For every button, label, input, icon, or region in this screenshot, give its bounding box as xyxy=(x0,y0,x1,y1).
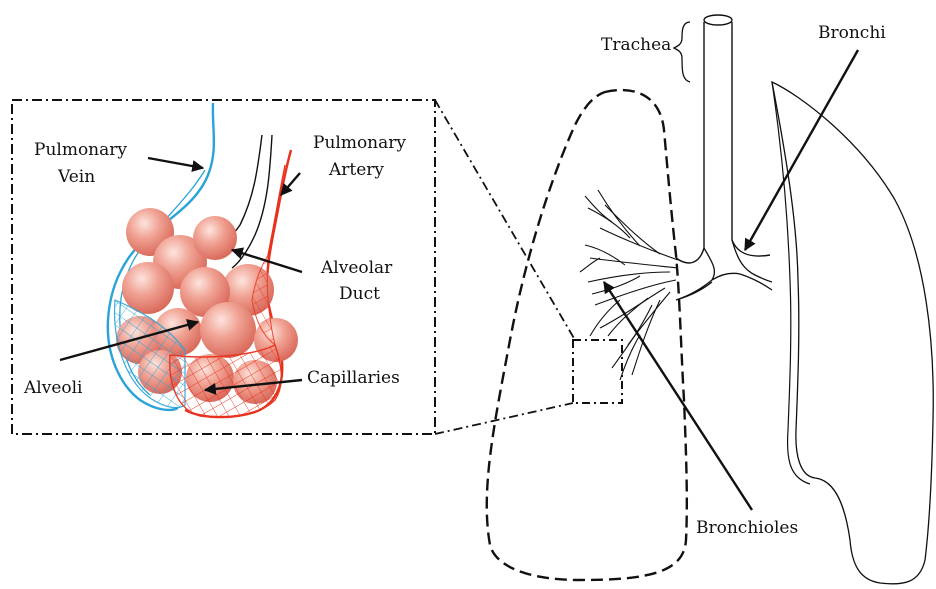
zoom-connector-bottom xyxy=(435,403,573,434)
label-capillaries: Capillaries xyxy=(307,368,400,388)
alveolar-duct-wall-right xyxy=(232,135,272,268)
arrow-bronchioles xyxy=(604,282,752,510)
arrow-bronchi xyxy=(745,50,858,250)
label-bronchioles: Bronchioles xyxy=(696,518,798,538)
lungs-diagram: Trachea Bronchi Bronchioles xyxy=(487,15,933,584)
label-pulmonary-artery-2: Artery xyxy=(328,160,384,180)
label-alveoli: Alveoli xyxy=(23,378,83,398)
pulmonary-artery-vessel-inner xyxy=(268,165,285,255)
alveoli-inset: Pulmonary Vein Pulmonary Artery Alveolar… xyxy=(12,100,435,434)
label-alveolar-duct-2: Duct xyxy=(339,284,380,304)
artery-capillary-mesh xyxy=(170,345,282,417)
bronchioles-tree xyxy=(580,190,678,380)
left-lung-outline xyxy=(487,90,687,580)
trachea xyxy=(676,22,770,263)
label-pulmonary-artery-1: Pulmonary xyxy=(313,133,406,153)
label-alveolar-duct-1: Alveolar xyxy=(320,258,393,278)
label-pulmonary-vein-1: Pulmonary xyxy=(34,140,127,160)
zoom-region-box xyxy=(573,340,622,403)
right-lung-inner-edge xyxy=(772,82,810,484)
trachea-opening xyxy=(704,15,732,25)
label-bronchi: Bronchi xyxy=(818,23,886,43)
zoom-connector-top xyxy=(435,100,575,340)
bronchi xyxy=(676,240,772,300)
label-trachea: Trachea xyxy=(601,35,671,55)
trachea-brace xyxy=(674,22,690,82)
label-pulmonary-vein-2: Vein xyxy=(57,167,95,187)
arrow-pulmonary-vein xyxy=(148,158,203,168)
